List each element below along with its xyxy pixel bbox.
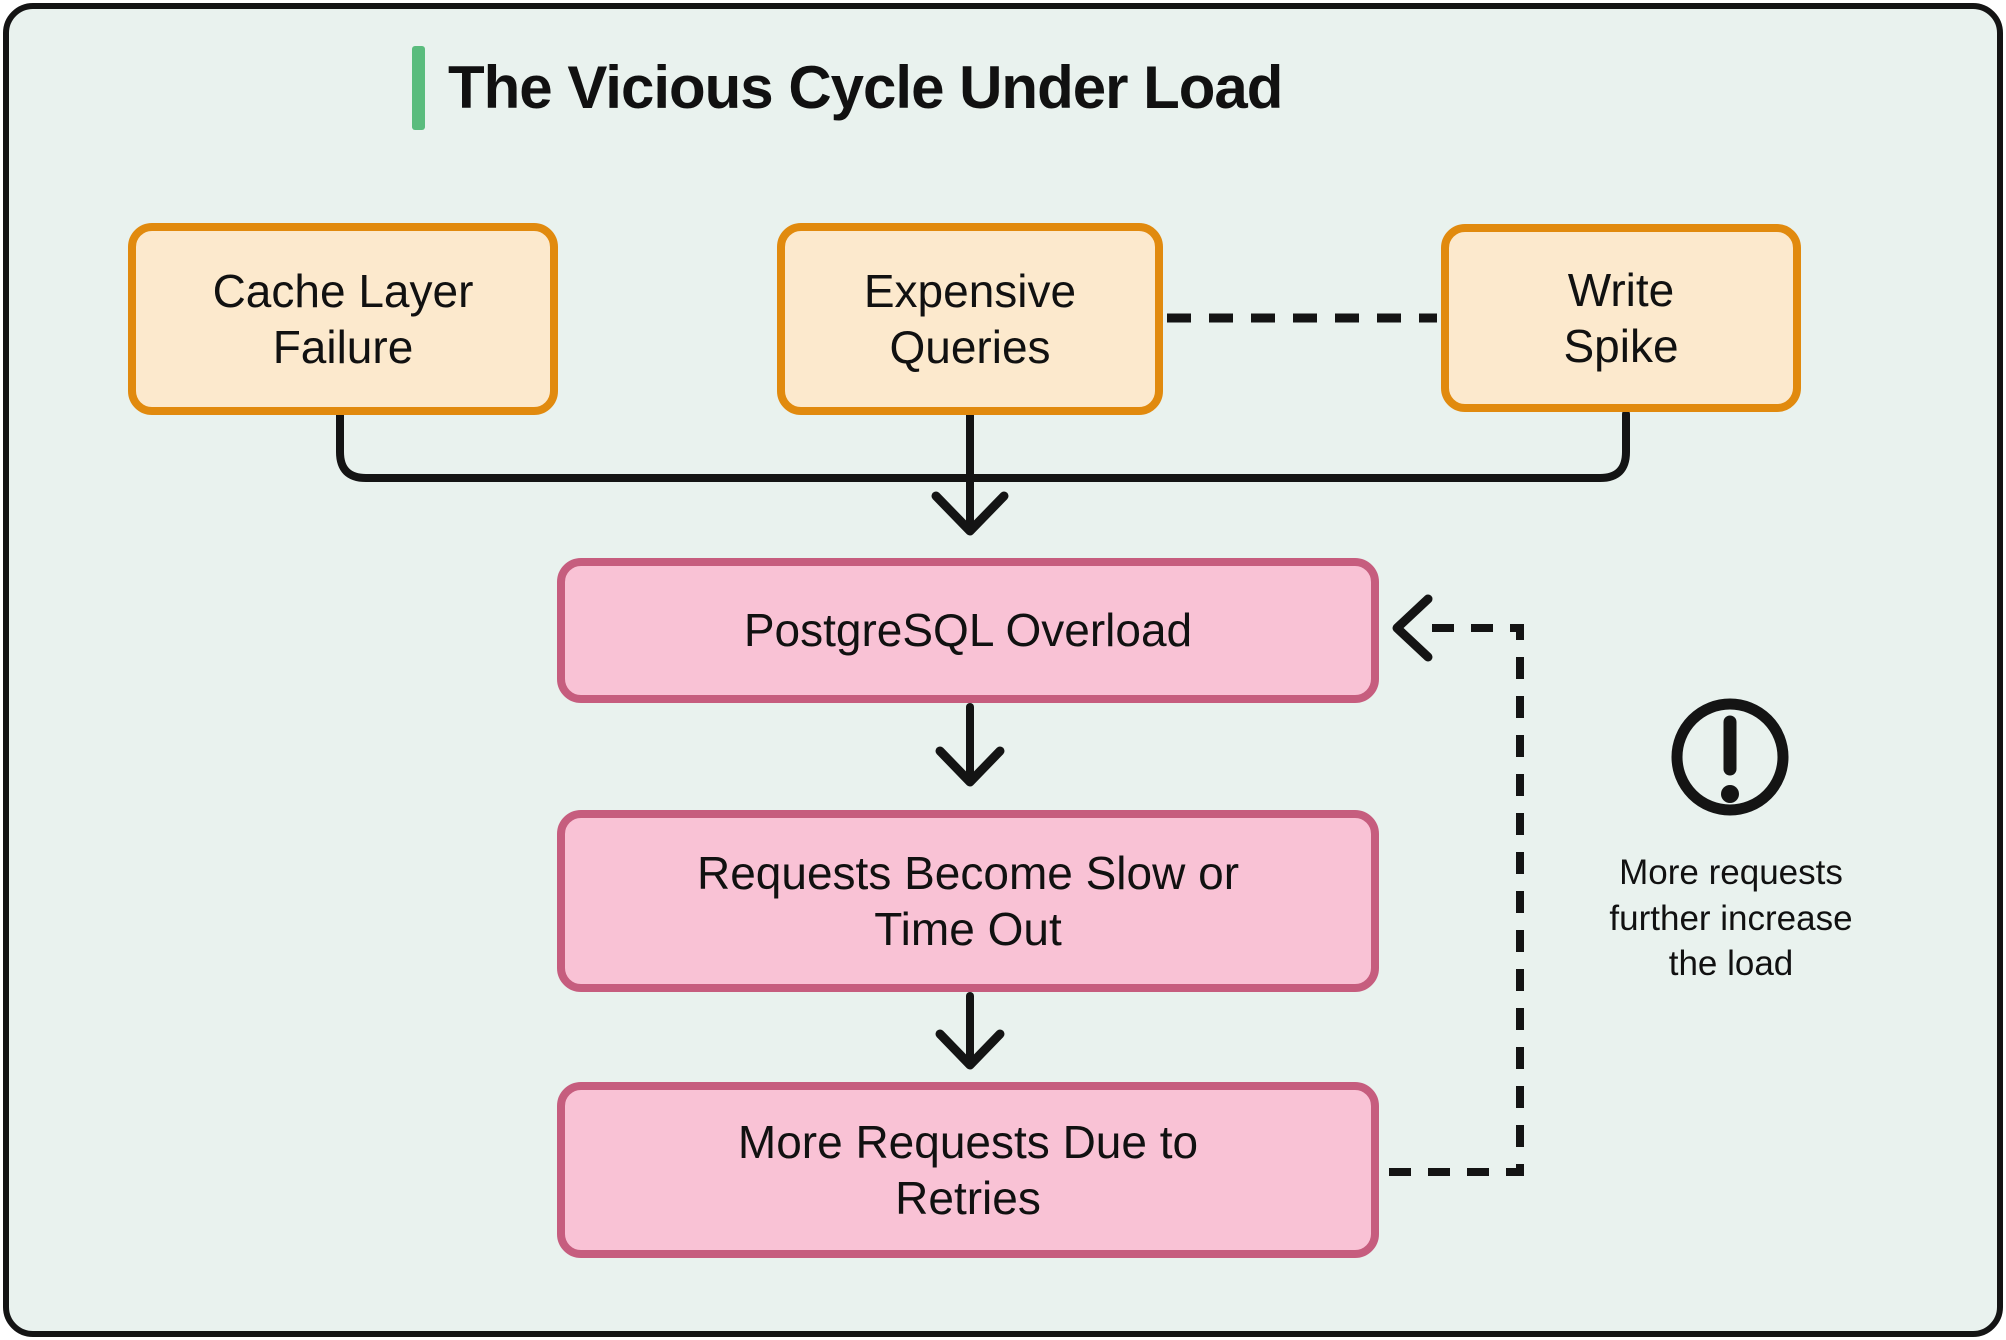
node-label-line: Write [1567, 263, 1675, 316]
title-row: The Vicious Cycle Under Load [412, 44, 1283, 132]
node-more-requests-retries: More Requests Due to Retries [557, 1082, 1379, 1258]
node-label-line: Retries [895, 1172, 1041, 1224]
node-label-line: Queries [889, 321, 1051, 373]
diagram-title: The Vicious Cycle Under Load [448, 54, 1283, 121]
node-cache-layer-failure: Cache Layer Failure [128, 223, 558, 415]
node-label-line: Expensive [863, 264, 1077, 317]
node-label-line: Requests Become Slow or [696, 846, 1240, 899]
annotation-line: More requests [1619, 853, 1843, 892]
node-write-spike: Write Spike [1441, 224, 1801, 412]
node-label-line: Failure [272, 321, 414, 373]
feedback-annotation: More requests further increase the load [1545, 850, 1917, 987]
node-requests-slow-or-timeout: Requests Become Slow or Time Out [557, 810, 1379, 992]
node-expensive-queries: Expensive Queries [777, 223, 1163, 415]
node-label-line: Spike [1563, 320, 1679, 372]
node-postgresql-overload: PostgreSQL Overload [557, 558, 1379, 703]
node-label-line: More Requests Due to [737, 1115, 1199, 1168]
node-label-line: Time Out [874, 903, 1062, 955]
node-label-line: Cache Layer [212, 264, 474, 317]
node-label-line: PostgreSQL Overload [743, 604, 1193, 657]
title-accent-bar [412, 46, 425, 130]
annotation-line: the load [1668, 944, 1794, 983]
annotation-line: further increase [1609, 898, 1853, 938]
